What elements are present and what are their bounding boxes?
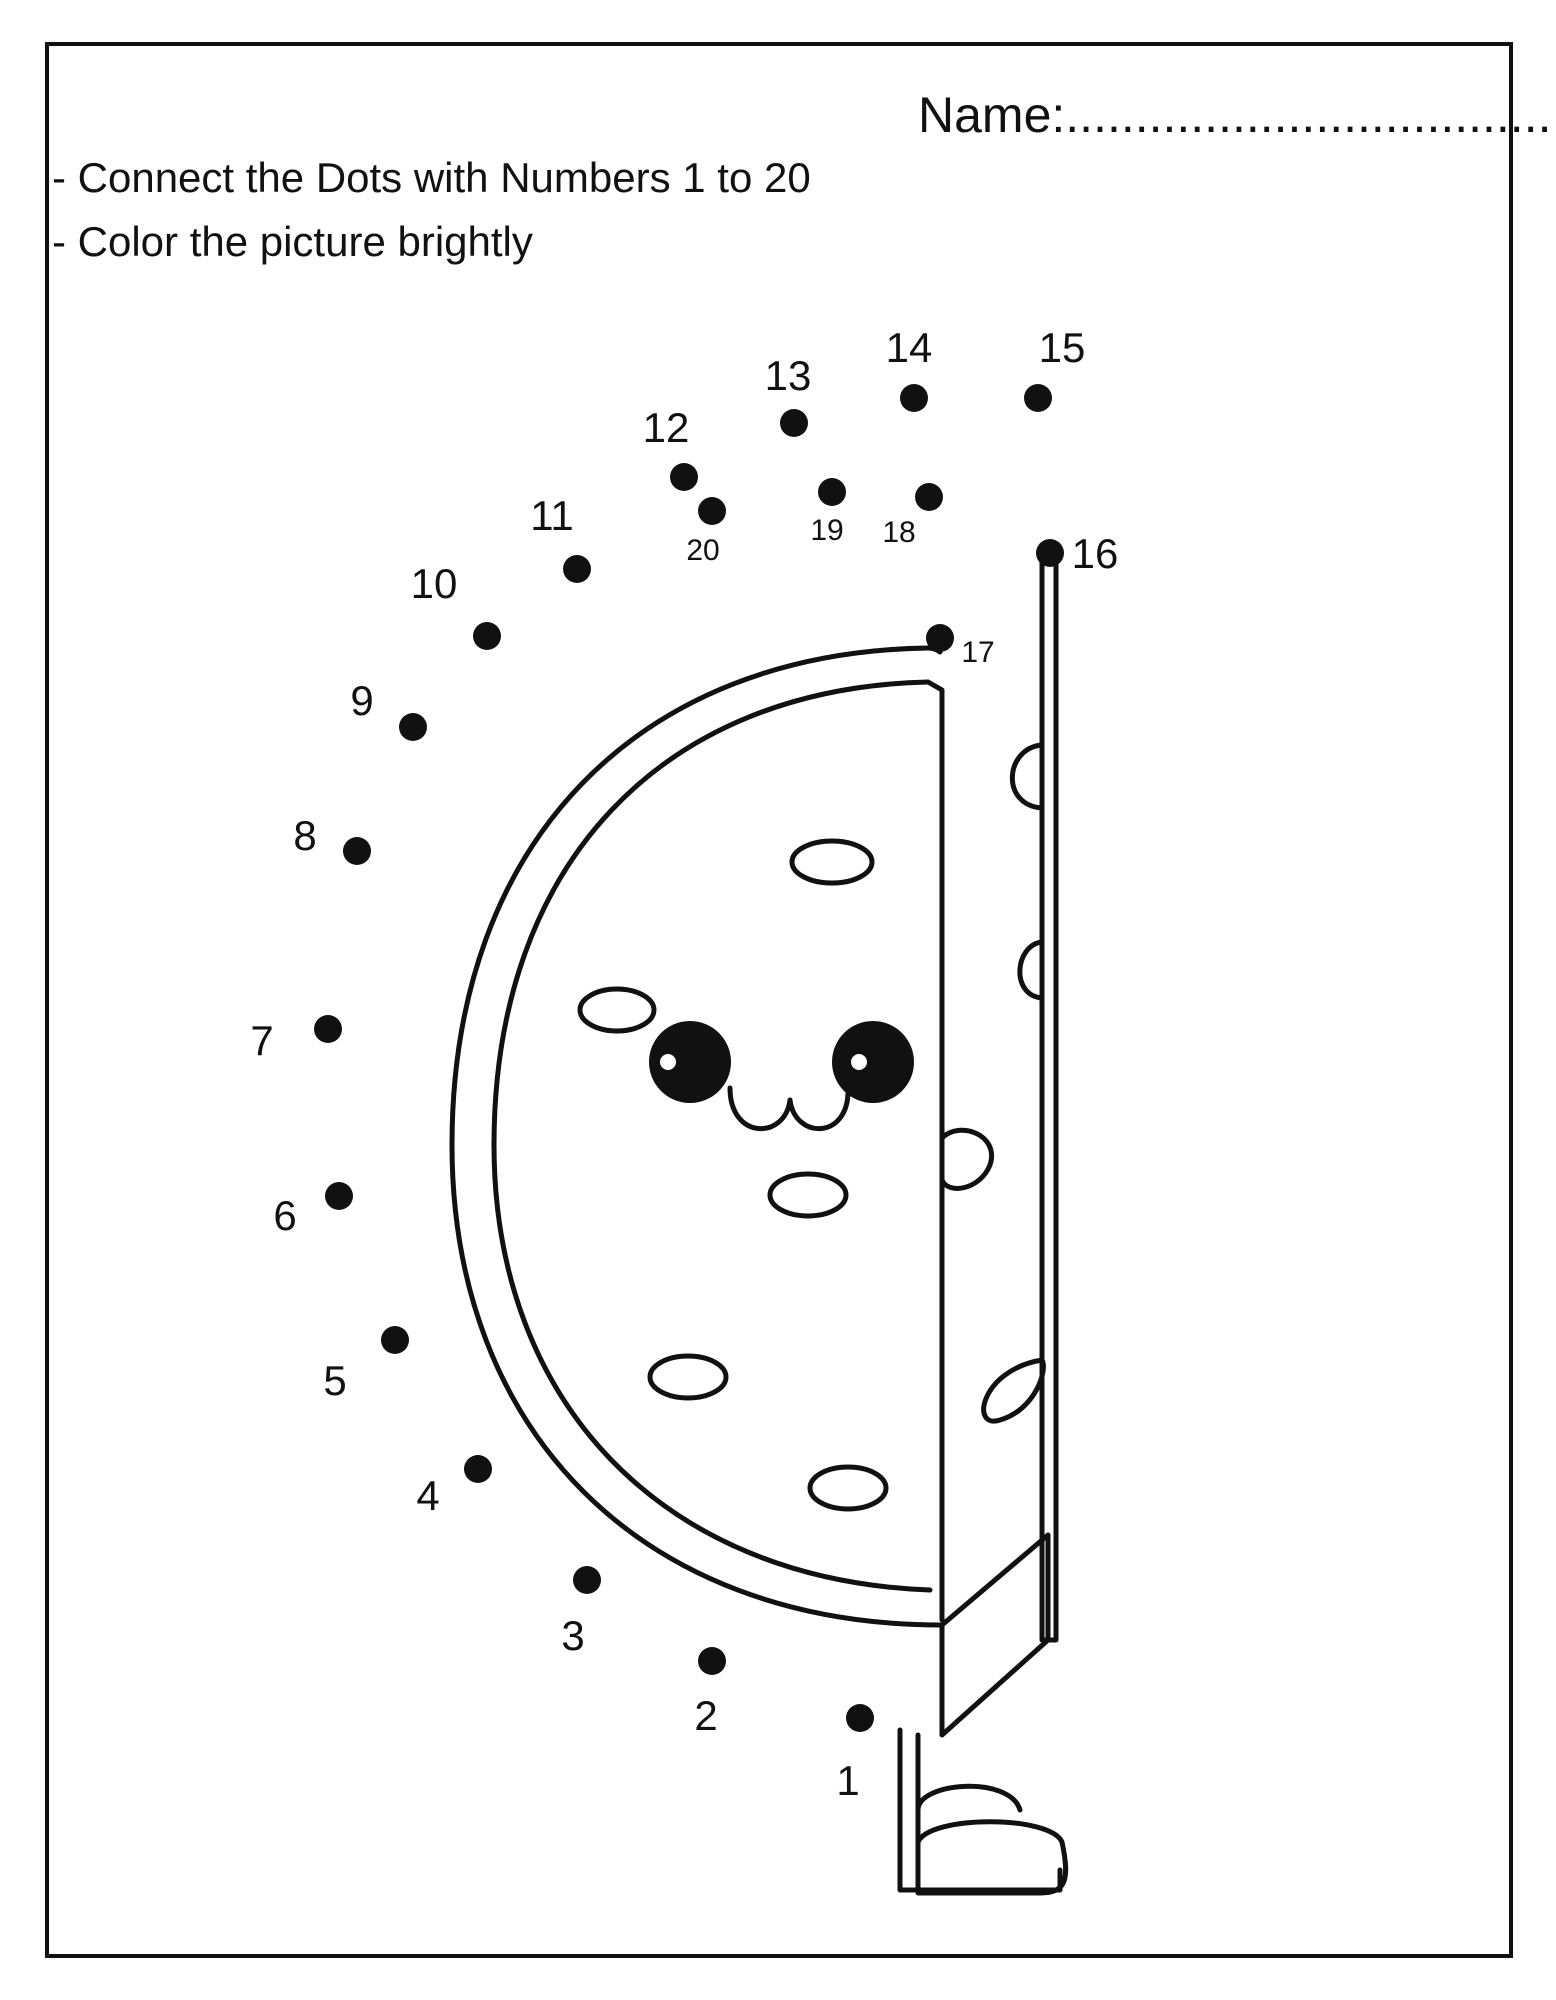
dot-2[interactable] (698, 1647, 726, 1675)
dot-label-6: 6 (273, 1192, 296, 1239)
seed-2 (577, 986, 657, 1034)
dot-label-4: 4 (416, 1472, 439, 1519)
right-eye (832, 1021, 914, 1103)
slice-edge (925, 679, 945, 1623)
seed-5 (807, 1464, 889, 1512)
dot-label-10: 10 (411, 560, 458, 607)
dot-label-2: 2 (694, 1692, 717, 1739)
dot-3[interactable] (573, 1566, 601, 1594)
left-eye (649, 1021, 731, 1103)
dot-15[interactable] (1024, 384, 1052, 412)
slice-bottom-block (939, 1532, 1051, 1738)
dot-18[interactable] (915, 483, 943, 511)
dot-6[interactable] (325, 1182, 353, 1210)
foot-upper (915, 1783, 1023, 1813)
dot-4[interactable] (464, 1455, 492, 1483)
dot-label-11: 11 (530, 492, 574, 539)
dot-label-1: 1 (836, 1757, 859, 1804)
mouth (727, 1085, 851, 1132)
dot-label-5: 5 (323, 1357, 346, 1404)
dot-10[interactable] (473, 622, 501, 650)
instruction-connect-dots: - Connect the Dots with Numbers 1 to 20 (52, 154, 811, 201)
post-seed-1 (1009, 742, 1045, 811)
dot-19[interactable] (818, 478, 846, 506)
left-eye-shine (660, 1054, 676, 1070)
dot-label-7: 7 (250, 1017, 273, 1064)
dot-16[interactable] (1036, 539, 1064, 567)
dot-12[interactable] (670, 463, 698, 491)
dot-label-15: 15 (1039, 324, 1086, 371)
dot-1[interactable] (846, 1704, 874, 1732)
dot-label-12: 12 (643, 404, 690, 451)
dot-label-14: 14 (886, 324, 933, 371)
dot-11[interactable] (563, 555, 591, 583)
dot-13[interactable] (780, 409, 808, 437)
dot-label-9: 9 (350, 677, 373, 724)
dot-label-18: 18 (882, 516, 915, 549)
dot-label-3: 3 (561, 1612, 584, 1659)
post-outline (1039, 557, 1059, 1643)
right-eye-shine (851, 1054, 867, 1070)
seed-1 (789, 838, 875, 886)
seed-4 (647, 1353, 729, 1401)
dot-9[interactable] (399, 713, 427, 741)
name-field[interactable]: Name:................................... (918, 87, 1552, 143)
post-seed-2 (1017, 939, 1045, 1001)
rind-outer (449, 645, 945, 1628)
dot-5[interactable] (381, 1326, 409, 1354)
seed-3 (767, 1171, 849, 1219)
instruction-color-picture: - Color the picture brightly (52, 218, 533, 265)
leg-outline (897, 1727, 1063, 1893)
dot-label-8: 8 (293, 812, 316, 859)
dot-20[interactable] (698, 497, 726, 525)
post-seed-3 (981, 1357, 1046, 1424)
dot-label-16: 16 (1072, 530, 1119, 577)
dot-17[interactable] (926, 624, 954, 652)
dot-7[interactable] (314, 1015, 342, 1043)
dot-8[interactable] (343, 837, 371, 865)
post-seed-4 (939, 1127, 995, 1191)
dot-label-19: 19 (810, 514, 843, 547)
foot-lower (915, 1819, 1069, 1896)
rind-inner (491, 679, 933, 1593)
eyes (649, 1021, 914, 1103)
dot-14[interactable] (900, 384, 928, 412)
dot-label-20: 20 (686, 534, 719, 567)
dot-label-17: 17 (961, 636, 994, 669)
worksheet-border (45, 42, 1513, 1958)
dot-label-13: 13 (765, 352, 812, 399)
